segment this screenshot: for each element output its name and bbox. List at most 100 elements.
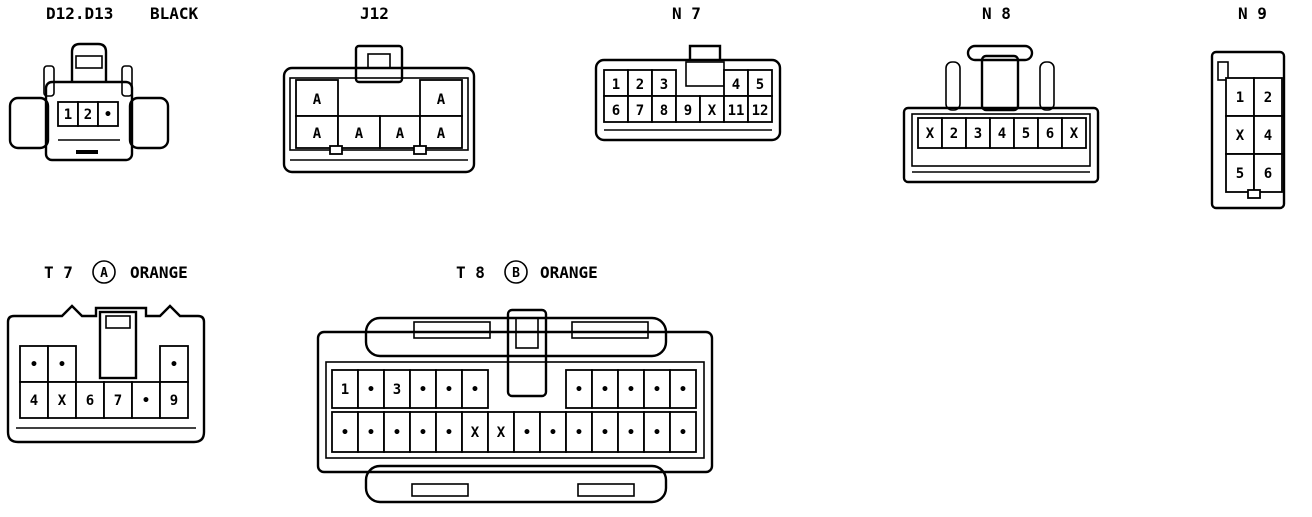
t8-cell [409, 411, 437, 453]
n9-pin: 2 [1264, 90, 1272, 106]
t8-pin: • [523, 425, 531, 441]
t8-pin: X [497, 425, 506, 441]
n9-cell [1225, 153, 1255, 193]
n7-pin: 6 [612, 103, 620, 119]
n7-pin: 4 [732, 77, 740, 93]
t8-title: T 8 [456, 263, 485, 282]
t8-pin: 3 [393, 382, 401, 398]
n8-cell [965, 117, 991, 149]
t7-cell [159, 381, 189, 419]
t8-bottom-slot-left [411, 483, 469, 497]
n7-cell [603, 69, 629, 97]
d12-pin: 2 [84, 107, 92, 123]
t7-pin: X [58, 393, 67, 409]
t8-bottom-slot-right [577, 483, 635, 497]
n7-lock-well [685, 61, 725, 87]
t7-pin: 9 [170, 393, 178, 409]
n8-pin: 2 [950, 126, 958, 142]
n8-pin: 5 [1022, 126, 1030, 142]
t8-pin: 1 [341, 382, 349, 398]
t8-lock-slot [515, 317, 539, 349]
j12-pin: A [437, 126, 446, 142]
t8-cell [617, 411, 645, 453]
t8-pin: • [653, 382, 661, 398]
j12-latch [329, 145, 343, 155]
t8-pin: • [653, 425, 661, 441]
t8-cell [461, 411, 489, 453]
n9-latch [1247, 189, 1261, 199]
n7-pin: 11 [728, 103, 745, 119]
n7-pin: 2 [636, 77, 644, 93]
n8-lock-tab [980, 54, 1020, 112]
n9-pin: X [1236, 128, 1245, 144]
t8-pin: X [471, 425, 480, 441]
n7-pin: 3 [660, 77, 668, 93]
t8-cell [357, 369, 385, 409]
connector-t7: T 7 A ORANGE • • • 4 X 6 7 • 9 [6, 260, 206, 444]
n9-pin: 4 [1264, 128, 1272, 144]
t8-cell [331, 411, 359, 453]
j12-lock-slot [367, 53, 391, 69]
d12-key [76, 150, 98, 154]
t7-pin: • [142, 393, 150, 409]
t7-cell [131, 381, 161, 419]
d12-right-rib [121, 65, 133, 97]
n9-housing [1210, 50, 1286, 210]
j12-pin: A [355, 126, 364, 142]
t7-lock-tab [98, 310, 138, 380]
t7-pin: • [58, 357, 66, 373]
connector-n8: N 8 X 2 3 4 5 6 X [902, 4, 1100, 184]
n7-housing [594, 58, 782, 142]
t7-pin: 7 [114, 393, 122, 409]
d12-right-flange [128, 96, 170, 150]
t8-pin: • [445, 425, 453, 441]
n7-title: N 7 [672, 4, 701, 23]
n9-cell [1253, 153, 1283, 193]
t7-title: T 7 [44, 263, 73, 282]
t8-pin: • [601, 382, 609, 398]
t7-pin: 6 [86, 393, 94, 409]
d12-lock-tab [70, 42, 108, 82]
t8-cell [357, 411, 385, 453]
t8-color-label: ORANGE [540, 263, 598, 282]
j12-face [289, 77, 469, 151]
n8-pin: 6 [1046, 126, 1054, 142]
d12-left-rib [43, 65, 55, 97]
n7-cell [651, 69, 677, 97]
n9-cell [1225, 115, 1255, 155]
j12-cell [419, 79, 463, 117]
n7-pin: 1 [612, 77, 620, 93]
connector-t8: T 8 B ORANGE [316, 260, 714, 504]
n8-left-rib [945, 61, 961, 111]
t8-cell [435, 369, 463, 409]
j12-cell [295, 79, 339, 117]
t8-pin: • [549, 425, 557, 441]
d12-cell [97, 101, 119, 127]
j12-pin: A [437, 92, 446, 108]
n7-pin: 12 [752, 103, 769, 119]
t7-lock-slot [105, 315, 131, 329]
t7-pin: • [30, 357, 38, 373]
t7-housing [6, 304, 206, 444]
n7-cell [747, 69, 773, 97]
t7-cell [159, 345, 189, 383]
n9-pin: 6 [1264, 166, 1272, 182]
t7-cell [19, 381, 49, 419]
t7-pin: • [170, 357, 178, 373]
n8-pin: 3 [974, 126, 982, 142]
n7-pin: 7 [636, 103, 644, 119]
t8-pin: • [601, 425, 609, 441]
t8-cell [331, 369, 359, 409]
j12-pin: A [313, 126, 322, 142]
t7-circle-badge [92, 260, 116, 284]
n9-pin: 1 [1236, 90, 1244, 106]
t8-face [325, 361, 705, 459]
t7-cell [75, 381, 105, 419]
j12-pin: A [313, 92, 322, 108]
t8-pin: • [679, 382, 687, 398]
t8-pin: • [341, 425, 349, 441]
n9-pin: 5 [1236, 166, 1244, 182]
n7-cell [723, 69, 749, 97]
n8-lock-head [966, 44, 1034, 62]
